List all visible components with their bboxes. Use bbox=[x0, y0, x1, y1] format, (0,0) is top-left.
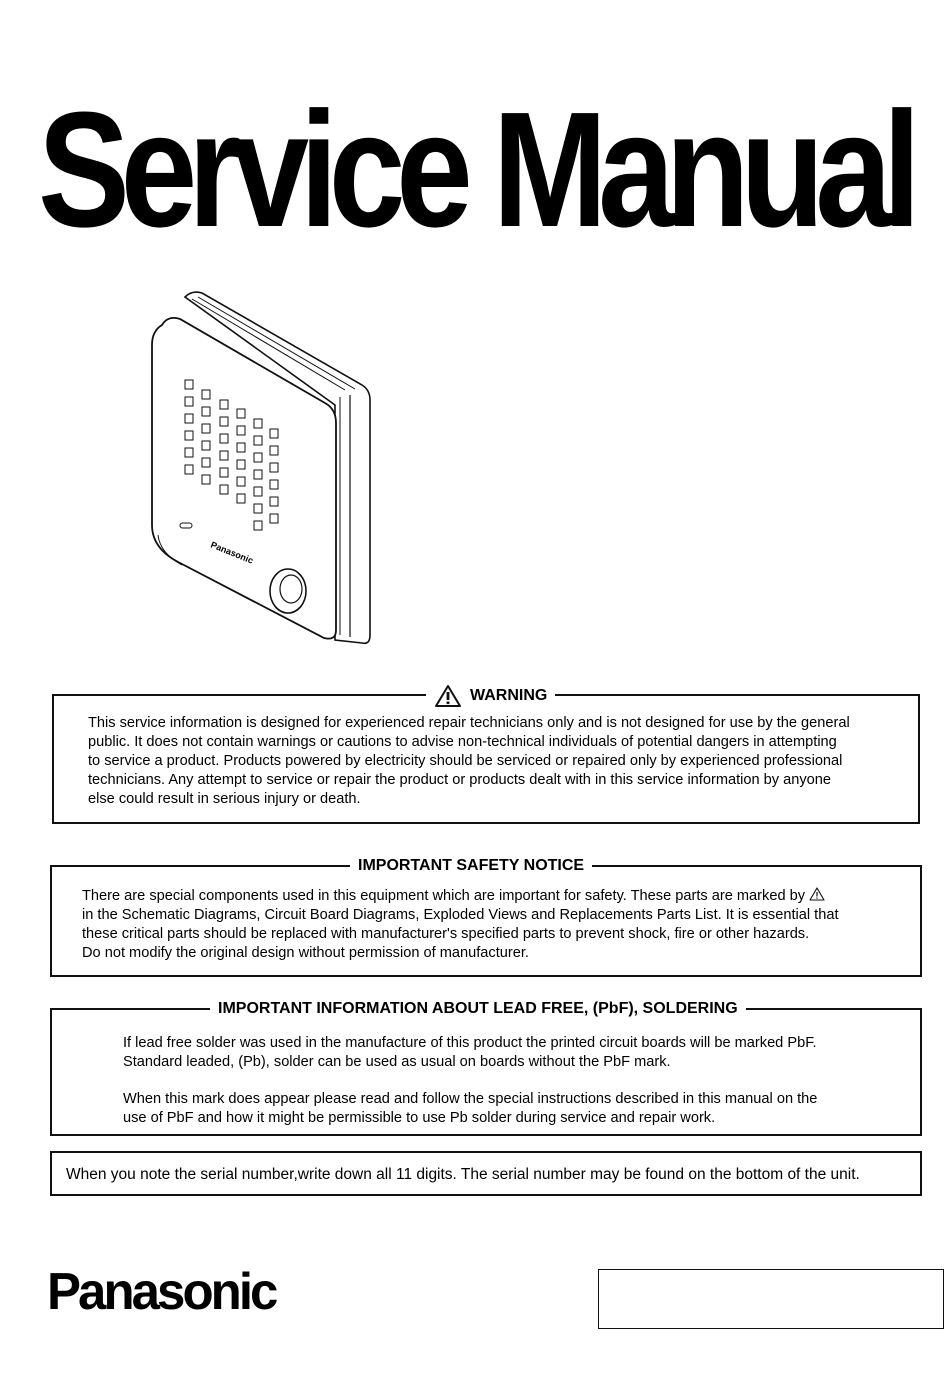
indicator-light bbox=[179, 522, 193, 529]
warning-line: public. It does not contain warnings or … bbox=[88, 734, 837, 750]
caution-triangle-icon bbox=[809, 887, 825, 901]
warning-line: This service information is designed for… bbox=[88, 715, 850, 731]
call-button bbox=[279, 574, 303, 604]
product-illustration: Panasonic bbox=[140, 285, 380, 655]
page-title: Service Manual bbox=[38, 78, 921, 261]
lead-free-heading: IMPORTANT INFORMATION ABOUT LEAD FREE, (… bbox=[210, 998, 746, 1020]
lead-free-body: If lead free solder was used in the manu… bbox=[123, 1034, 817, 1128]
safety-notice-heading: IMPORTANT SAFETY NOTICE bbox=[350, 855, 593, 877]
warning-line: to service a product. Products powered b… bbox=[88, 753, 843, 769]
lead-free-line: use of PbF and how it might be permissib… bbox=[123, 1110, 716, 1126]
safety-notice-box: IMPORTANT SAFETY NOTICE There are specia… bbox=[50, 855, 922, 977]
lead-free-line: When this mark does appear please read a… bbox=[123, 1091, 818, 1107]
serial-note-box: When you note the serial number,write do… bbox=[50, 1151, 922, 1196]
lead-free-line: Standard leaded, (Pb), solder can be use… bbox=[123, 1054, 671, 1070]
warning-triangle-icon bbox=[434, 684, 462, 708]
warning-line: technicians. Any attempt to service or r… bbox=[88, 772, 832, 788]
safety-notice-line: in the Schematic Diagrams, Circuit Board… bbox=[82, 907, 839, 923]
model-number-box bbox=[598, 1269, 944, 1329]
safety-notice-body: There are special components used in thi… bbox=[82, 887, 839, 963]
speaker-grille bbox=[184, 379, 279, 531]
safety-notice-line: Do not modify the original design withou… bbox=[82, 945, 529, 961]
panasonic-logo: Panasonic bbox=[47, 1263, 278, 1321]
lead-free-box: IMPORTANT INFORMATION ABOUT LEAD FREE, (… bbox=[50, 998, 922, 1136]
warning-body: This service information is designed for… bbox=[88, 714, 850, 809]
serial-note-text: When you note the serial number,write do… bbox=[66, 1166, 860, 1183]
warning-heading-text: WARNING bbox=[470, 687, 548, 704]
safety-notice-line: these critical parts should be replaced … bbox=[82, 926, 810, 942]
safety-notice-line: There are special components used in thi… bbox=[82, 888, 806, 904]
intercom-device-drawing: Panasonic bbox=[151, 291, 371, 645]
lead-free-line: If lead free solder was used in the manu… bbox=[123, 1035, 817, 1051]
warning-heading: WARNING bbox=[426, 684, 556, 708]
warning-box: WARNING This service information is desi… bbox=[52, 684, 920, 824]
warning-line: else could result in serious injury or d… bbox=[88, 791, 361, 807]
